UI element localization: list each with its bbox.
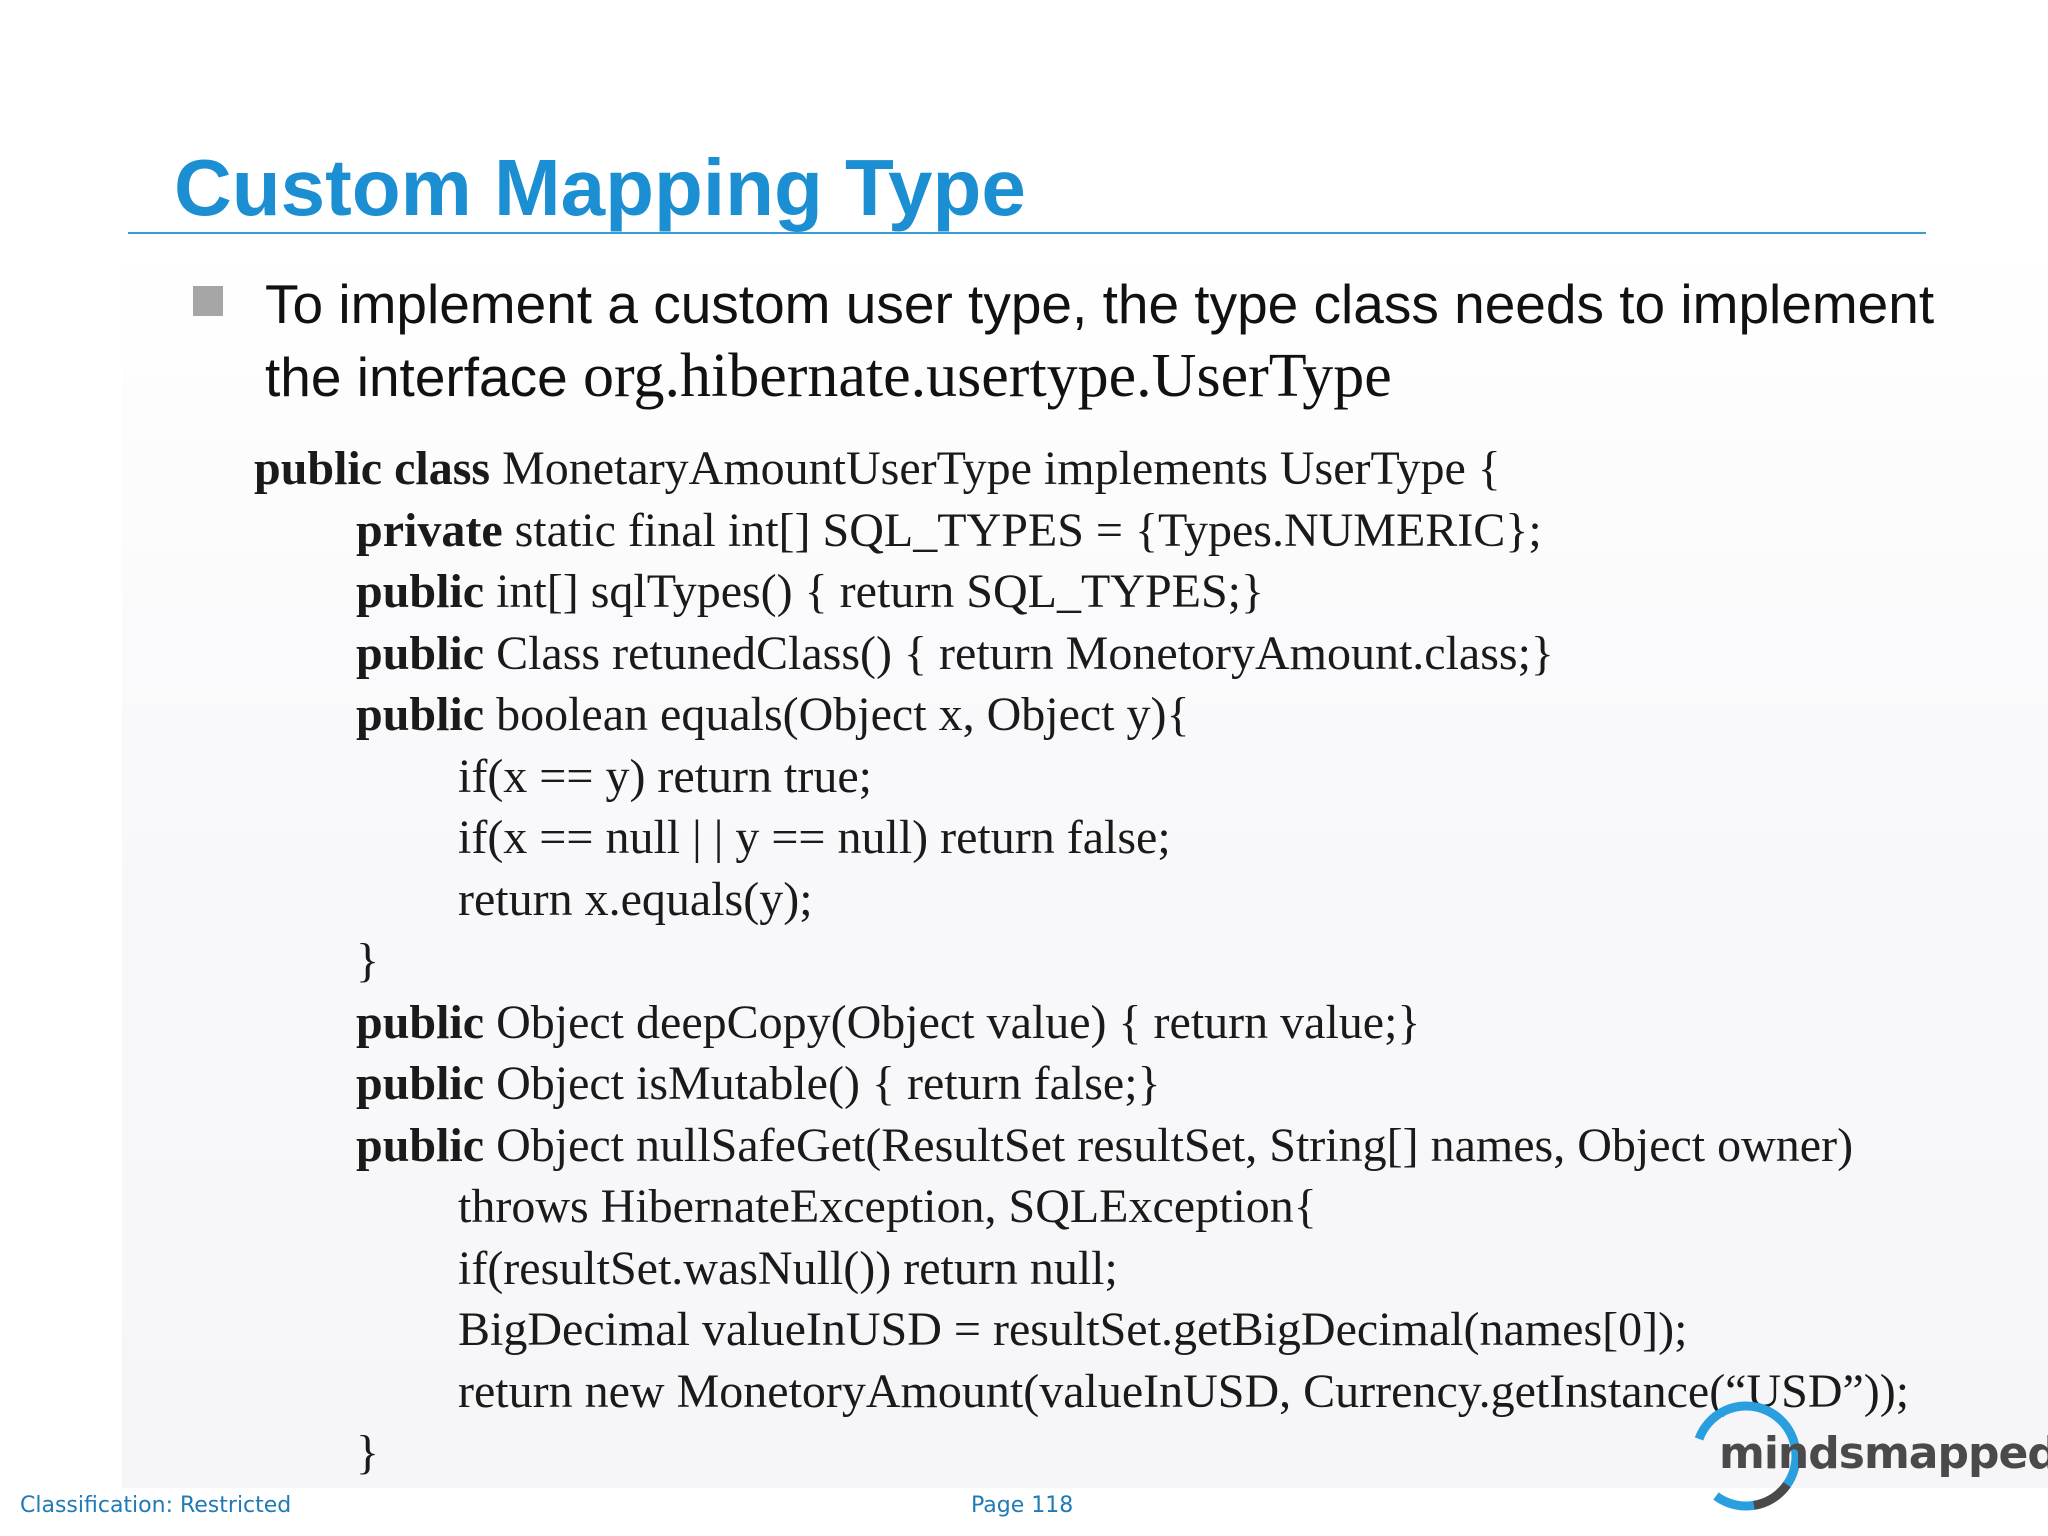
code-line: public Object nullSafeGet(ResultSet resu… <box>254 1115 1909 1177</box>
code-text: if(x == y) return true; <box>458 749 872 803</box>
code-text: Object isMutable() { return false;} <box>484 1057 1161 1110</box>
code-keyword: public <box>356 1057 485 1110</box>
code-keyword: public class <box>254 442 491 495</box>
code-line: if(x == null | | y == null) return false… <box>254 807 1909 869</box>
code-line: public Object isMutable() { return false… <box>254 1053 1909 1115</box>
bullet-text-body: To implement a custom user type, the typ… <box>265 273 1935 408</box>
code-text: boolean equals(Object x, Object y){ <box>484 688 1190 741</box>
code-line: } <box>254 1422 1909 1484</box>
interface-name: org.hibernate.usertype.UserType <box>582 342 1392 410</box>
bullet-square-icon <box>193 286 223 316</box>
code-text: int[] sqlTypes() { return SQL_TYPES;} <box>484 565 1265 618</box>
code-keyword: public <box>356 1118 485 1172</box>
code-text: return x.equals(y); <box>458 872 813 926</box>
content-background <box>122 238 2048 1488</box>
code-keyword: public <box>356 565 485 618</box>
code-text: MonetaryAmountUserType implements UserTy… <box>490 442 1501 495</box>
code-line: public Class retunedClass() { return Mon… <box>254 623 1909 685</box>
slide-title: Custom Mapping Type <box>174 143 1026 232</box>
code-text: } <box>356 934 380 987</box>
code-keyword: public <box>356 626 485 680</box>
code-line: if(resultSet.wasNull()) return null; <box>254 1238 1909 1300</box>
code-text: Class retunedClass() { return MonetoryAm… <box>484 626 1554 680</box>
code-keyword: private <box>356 503 503 557</box>
code-text: if(resultSet.wasNull()) return null; <box>458 1241 1118 1295</box>
code-line: public boolean equals(Object x, Object y… <box>254 684 1909 746</box>
code-block: public class MonetaryAmountUserType impl… <box>254 438 1909 1484</box>
code-keyword: public <box>356 688 485 741</box>
code-text: throws HibernateException, SQLException{ <box>458 1180 1317 1233</box>
classification-label: Classification: Restricted <box>20 1493 292 1518</box>
code-line: BigDecimal valueInUSD = resultSet.getBig… <box>254 1299 1909 1361</box>
code-line: } <box>254 930 1909 992</box>
code-line: return new MonetoryAmount(valueInUSD, Cu… <box>254 1361 1909 1423</box>
mindsmapped-logo: mindsmapped <box>1688 1398 2048 1518</box>
logo-text: mindsmapped <box>1719 1428 2048 1479</box>
code-line: public Object deepCopy(Object value) { r… <box>254 992 1909 1054</box>
code-line: throws HibernateException, SQLException{ <box>254 1176 1909 1238</box>
code-line: return x.equals(y); <box>254 869 1909 931</box>
bullet-text: To implement a custom user type, the typ… <box>265 268 1965 413</box>
code-text: BigDecimal valueInUSD = resultSet.getBig… <box>458 1303 1688 1356</box>
code-text: Object deepCopy(Object value) { return v… <box>484 995 1421 1049</box>
code-line: private static final int[] SQL_TYPES = {… <box>254 500 1909 562</box>
title-underline <box>128 232 1926 234</box>
code-text: Object nullSafeGet(ResultSet resultSet, … <box>484 1118 1854 1172</box>
code-line: public class MonetaryAmountUserType impl… <box>254 438 1909 500</box>
logo-ring-icon <box>1691 1401 1801 1511</box>
code-text: static final int[] SQL_TYPES = {Types.NU… <box>502 503 1542 557</box>
code-text: } <box>356 1426 380 1479</box>
code-line: public int[] sqlTypes() { return SQL_TYP… <box>254 561 1909 623</box>
code-line: if(x == y) return true; <box>254 746 1909 808</box>
code-keyword: public <box>356 995 485 1049</box>
code-text: return new MonetoryAmount(valueInUSD, Cu… <box>458 1364 1910 1418</box>
page-number: Page 118 <box>971 1493 1074 1518</box>
code-text: if(x == null | | y == null) return false… <box>458 811 1171 864</box>
